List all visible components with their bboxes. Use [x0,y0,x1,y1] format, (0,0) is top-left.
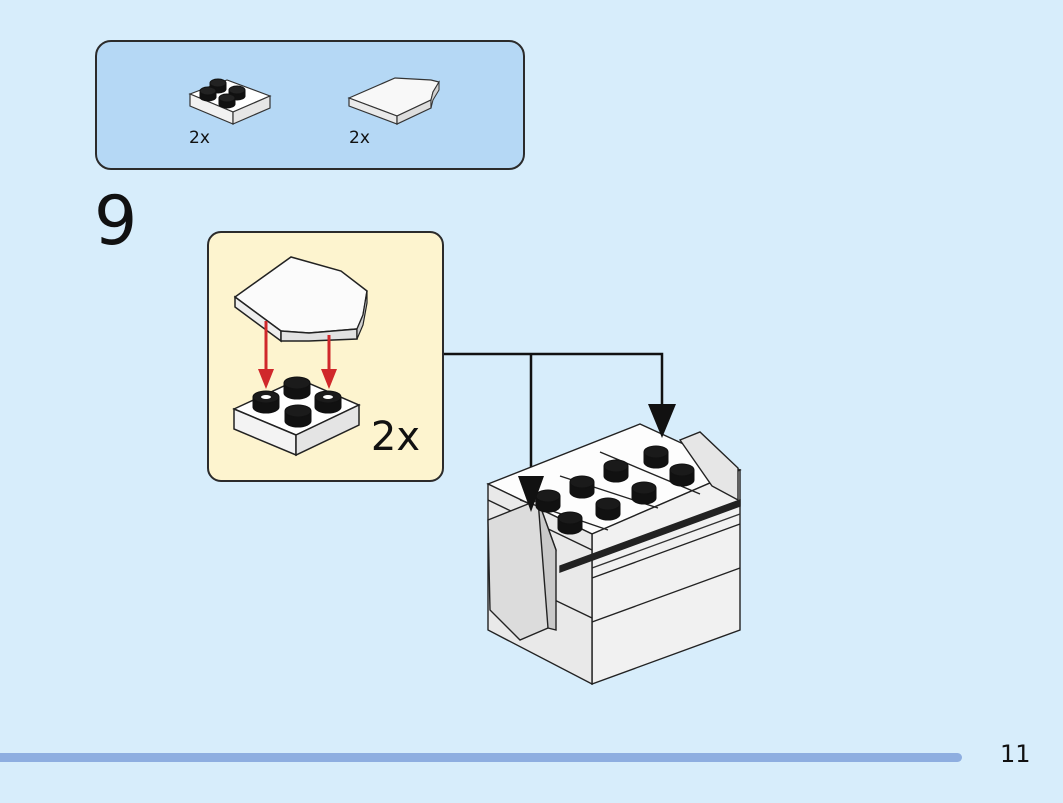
sub-assembly-quantity: 2x [370,414,420,460]
plate-2x2-quantity: 2x [189,128,210,148]
sub-assembly-box: 2x [207,231,444,482]
page-number: 11 [1000,740,1031,768]
wedge-plate-icon [345,68,445,128]
footer-bar [0,753,962,762]
parts-list-box: 2x 2x [95,40,525,170]
connector-lines [444,352,664,478]
wedge-plate-quantity: 2x [349,128,370,148]
plate-2x2-icon [185,66,275,128]
top-studs [535,445,695,535]
placement-arrows [518,404,676,512]
sub-assembly-illustration [232,256,368,457]
step-number: 9 [94,182,138,261]
